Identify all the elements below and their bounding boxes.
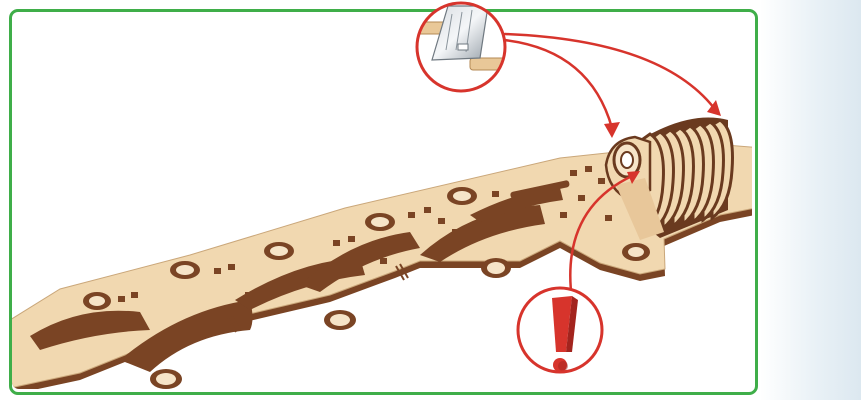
arrow-to-right-plates xyxy=(505,34,714,108)
arrow-to-left-plate xyxy=(504,40,612,128)
utility-knife-blade-icon xyxy=(412,3,510,91)
exclamation-warning-icon xyxy=(518,288,602,372)
wooden-strip xyxy=(10,118,838,396)
